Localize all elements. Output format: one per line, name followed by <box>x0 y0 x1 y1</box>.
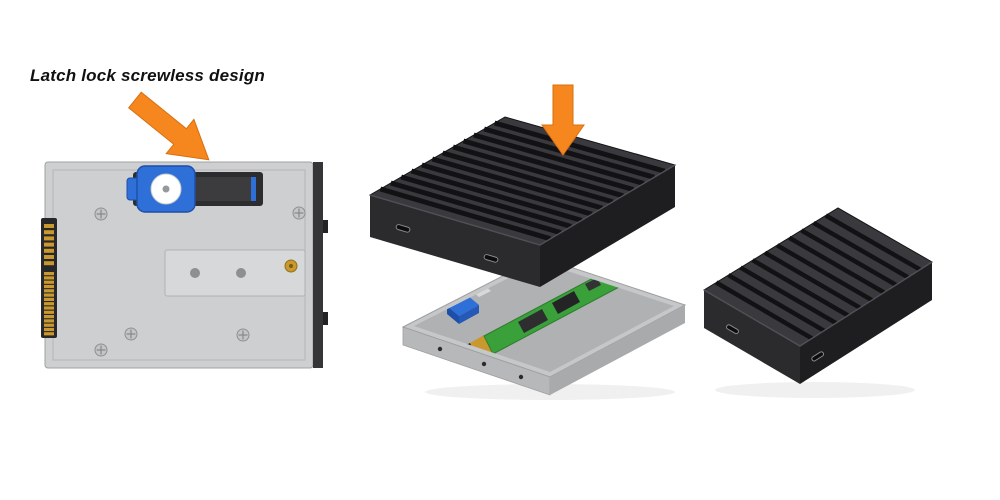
screw <box>94 207 108 221</box>
base-tray <box>401 256 687 396</box>
lid-front-face <box>370 195 540 287</box>
assembled-enclosure <box>703 207 933 384</box>
screw <box>124 327 138 341</box>
enclosure-edge-highlight <box>703 261 933 347</box>
screw <box>236 328 250 342</box>
latch-lock <box>126 165 256 213</box>
usb-c-port <box>811 351 825 362</box>
small-chip <box>585 278 601 291</box>
m2-mount-plate <box>164 249 306 297</box>
latch-catch <box>251 177 256 201</box>
shadow <box>715 382 915 398</box>
caddy-side-rail <box>313 162 323 368</box>
enclosure-front-face <box>704 290 800 384</box>
caddy-side-tab <box>323 220 328 233</box>
lid-edge-highlight <box>369 164 676 246</box>
usb-c-port <box>483 254 499 263</box>
usb-c-port <box>395 224 411 233</box>
usb-connector <box>447 295 479 324</box>
wall-hole <box>437 346 443 352</box>
adapter-top-view-figure <box>41 91 328 369</box>
heatsink-fins <box>715 213 922 341</box>
assembled-enclosure-figure <box>703 207 933 398</box>
adapter-caddy <box>41 161 328 369</box>
heatsink-lid <box>368 116 677 287</box>
standoff-hole <box>190 268 200 278</box>
enclosure-side-face <box>800 262 932 384</box>
nand-chip <box>518 309 548 333</box>
heatsink-fins <box>379 120 666 242</box>
exploded-enclosure-figure <box>368 84 687 400</box>
wall-hole <box>518 374 524 380</box>
sata-power-pins <box>44 272 54 336</box>
annotation-label: Latch lock screwless design <box>30 66 265 85</box>
screw <box>292 206 306 220</box>
lid-side-face <box>540 165 675 287</box>
controller-chip <box>552 291 580 314</box>
sata-signal-pins <box>44 224 54 266</box>
orange-arrow-down-icon <box>541 84 585 156</box>
caddy-side-tab <box>323 312 328 325</box>
screw <box>94 343 108 357</box>
usb-c-port <box>726 324 739 335</box>
orange-arrow-icon <box>128 91 210 161</box>
tray-side-wall <box>550 305 685 395</box>
latch-slot-track <box>193 177 255 201</box>
standoff-hole <box>236 268 246 278</box>
wall-hole <box>481 361 487 367</box>
sata-connector <box>41 218 57 338</box>
